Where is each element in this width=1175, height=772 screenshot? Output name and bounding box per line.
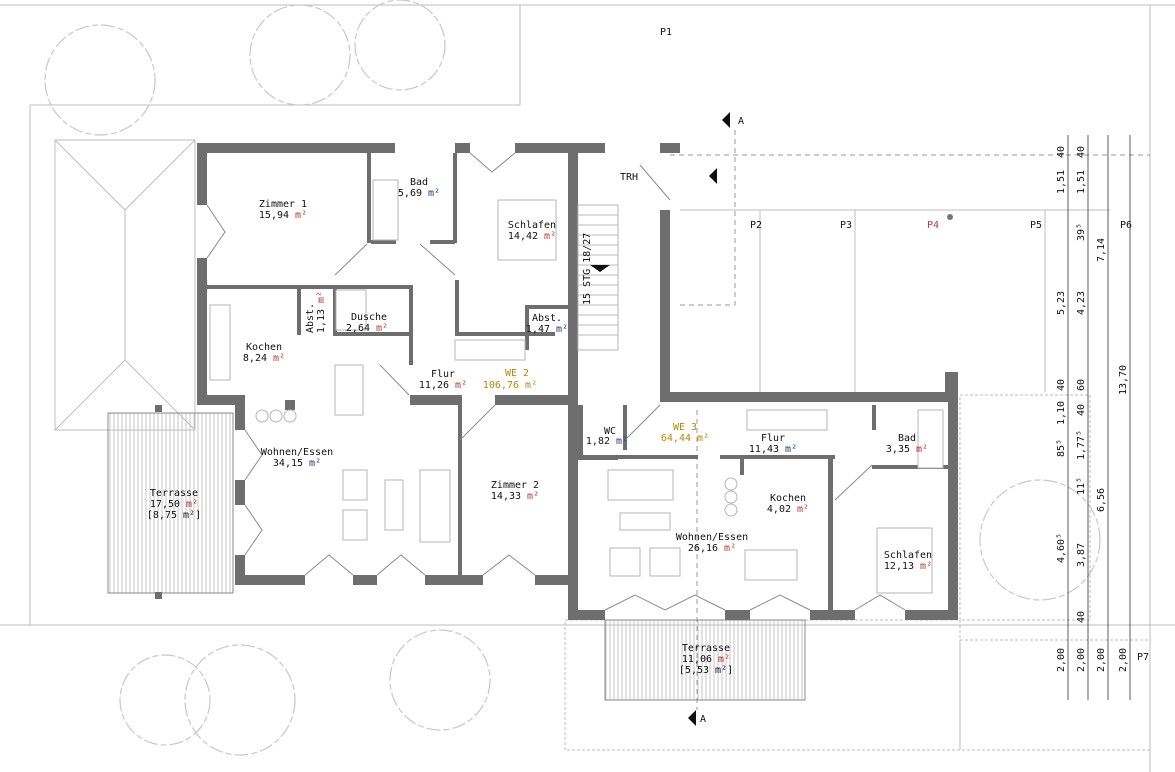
svg-text:5,69 m²: 5,69 m² (398, 188, 440, 199)
svg-text:85⁵: 85⁵ (1056, 439, 1067, 457)
svg-text:2,00: 2,00 (1056, 648, 1067, 672)
svg-text:WC: WC (604, 426, 616, 437)
svg-text:2,00: 2,00 (1096, 648, 1107, 672)
svg-text:Zimmer 2: Zimmer 2 (491, 480, 539, 491)
svg-text:40: 40 (1056, 379, 1067, 391)
svg-text:26,16 m²: 26,16 m² (688, 543, 736, 554)
svg-text:40: 40 (1056, 146, 1067, 158)
svg-text:A: A (700, 714, 706, 725)
svg-text:Dusche: Dusche (351, 312, 387, 323)
svg-text:4,23: 4,23 (1076, 291, 1087, 315)
we3-label: WE 3 (673, 422, 697, 433)
svg-text:11,43 m²: 11,43 m² (749, 444, 797, 455)
plot-label: P2 (750, 220, 762, 231)
we3-area: 64,44 m² (661, 433, 709, 444)
svg-text:6,56: 6,56 (1096, 488, 1107, 512)
plot-label: P3 (840, 220, 852, 231)
svg-text:Bad: Bad (898, 433, 916, 444)
svg-text:11,06 m²: 11,06 m² (682, 654, 730, 665)
site-lines (0, 4, 1175, 772)
svg-text:1,82 m²: 1,82 m² (586, 436, 628, 447)
plot-label: P5 (1030, 220, 1042, 231)
svg-text:40: 40 (1076, 611, 1087, 623)
svg-text:3,35 m²: 3,35 m² (886, 444, 928, 455)
walls (197, 143, 958, 620)
svg-text:13,70: 13,70 (1118, 365, 1129, 395)
terraces (107, 405, 806, 701)
svg-text:Terrasse: Terrasse (150, 488, 198, 499)
svg-text:2,64 m²: 2,64 m² (346, 323, 388, 334)
svg-text:Wohnen/Essen: Wohnen/Essen (261, 447, 333, 458)
svg-text:39⁵: 39⁵ (1076, 223, 1087, 241)
plot-label: P4 (927, 220, 939, 231)
svg-text:4,60⁵: 4,60⁵ (1056, 533, 1067, 563)
svg-text:3,87: 3,87 (1076, 543, 1087, 567)
svg-text:Bad: Bad (410, 177, 428, 188)
tree-icon (979, 479, 1101, 601)
svg-text:[5,53 m²]: [5,53 m²] (679, 665, 733, 676)
svg-text:11⁵: 11⁵ (1076, 477, 1087, 495)
svg-text:1,77⁵: 1,77⁵ (1076, 430, 1087, 460)
svg-text:Wohnen/Essen: Wohnen/Essen (676, 532, 748, 543)
svg-text:1,47 m²: 1,47 m² (526, 324, 568, 335)
svg-text:2,00: 2,00 (1118, 648, 1129, 672)
svg-text:40: 40 (1076, 404, 1087, 416)
dimension-chains: 40 1,51 5,23 40 1,10 85⁵ 4,60⁵ 2,00 40 1… (1056, 135, 1131, 700)
plot-labels: P1 P2 P3 P4 P5 P6 P7 (660, 27, 1149, 663)
room-labels: Zimmer 1 15,94 m² Bad 5,69 m² Schlafen 1… (147, 177, 932, 676)
svg-text:7,14: 7,14 (1096, 238, 1107, 262)
svg-text:1,10: 1,10 (1056, 401, 1067, 425)
svg-text:14,33 m²: 14,33 m² (491, 491, 539, 502)
tree-icon (389, 629, 491, 731)
svg-text:Schlafen: Schlafen (508, 220, 556, 231)
svg-text:Zimmer 1: Zimmer 1 (259, 199, 307, 210)
doors (206, 152, 906, 611)
svg-text:60: 60 (1076, 379, 1087, 391)
svg-text:1,13 m²: 1,13 m² (316, 291, 327, 333)
fixtures (209, 179, 944, 594)
svg-text:5,23: 5,23 (1056, 291, 1067, 315)
plot-label: P1 (660, 27, 672, 38)
trh-label: TRH (620, 172, 638, 183)
svg-text:Terrasse: Terrasse (682, 643, 730, 654)
svg-text:17,50 m²: 17,50 m² (150, 499, 198, 510)
tree-icon (184, 644, 296, 756)
svg-text:Flur: Flur (431, 369, 455, 380)
section-marker-bottom: A (688, 710, 706, 726)
tree-icon (44, 24, 156, 136)
svg-text:Abst.: Abst. (532, 313, 562, 324)
svg-text:34,15 m²: 34,15 m² (273, 458, 321, 469)
tree-icon (354, 0, 446, 91)
svg-text:Flur: Flur (761, 433, 785, 444)
trees (44, 0, 1101, 756)
svg-text:Abst.: Abst. (305, 303, 316, 333)
tree-icon (119, 654, 211, 746)
svg-text:1,51: 1,51 (1076, 170, 1087, 194)
plot-label: P6 (1120, 220, 1132, 231)
svg-text:12,13 m²: 12,13 m² (884, 561, 932, 572)
stair-arrow-icon (590, 265, 610, 272)
tree-icon (249, 4, 351, 106)
svg-text:4,02 m²: 4,02 m² (767, 504, 809, 515)
svg-text:Kochen: Kochen (246, 342, 282, 353)
we2-area: 106,76 m² (483, 380, 537, 391)
svg-text:[8,75 m²]: [8,75 m²] (147, 510, 201, 521)
svg-text:40: 40 (1076, 146, 1087, 158)
svg-text:Schlafen: Schlafen (884, 550, 932, 561)
svg-text:A: A (738, 116, 744, 127)
we2-label: WE 2 (505, 368, 529, 379)
svg-text:1,51: 1,51 (1056, 170, 1067, 194)
svg-text:2,00: 2,00 (1076, 648, 1087, 672)
stair-label: 15 STG 18/27 (582, 233, 593, 305)
svg-text:11,26 m²: 11,26 m² (419, 380, 467, 391)
section-marker-top: A (709, 112, 744, 184)
svg-text:Kochen: Kochen (770, 493, 806, 504)
svg-text:8,24 m²: 8,24 m² (243, 353, 285, 364)
svg-text:14,42 m²: 14,42 m² (508, 231, 556, 242)
plot-label: P7 (1137, 652, 1149, 663)
svg-text:15,94 m²: 15,94 m² (259, 210, 307, 221)
